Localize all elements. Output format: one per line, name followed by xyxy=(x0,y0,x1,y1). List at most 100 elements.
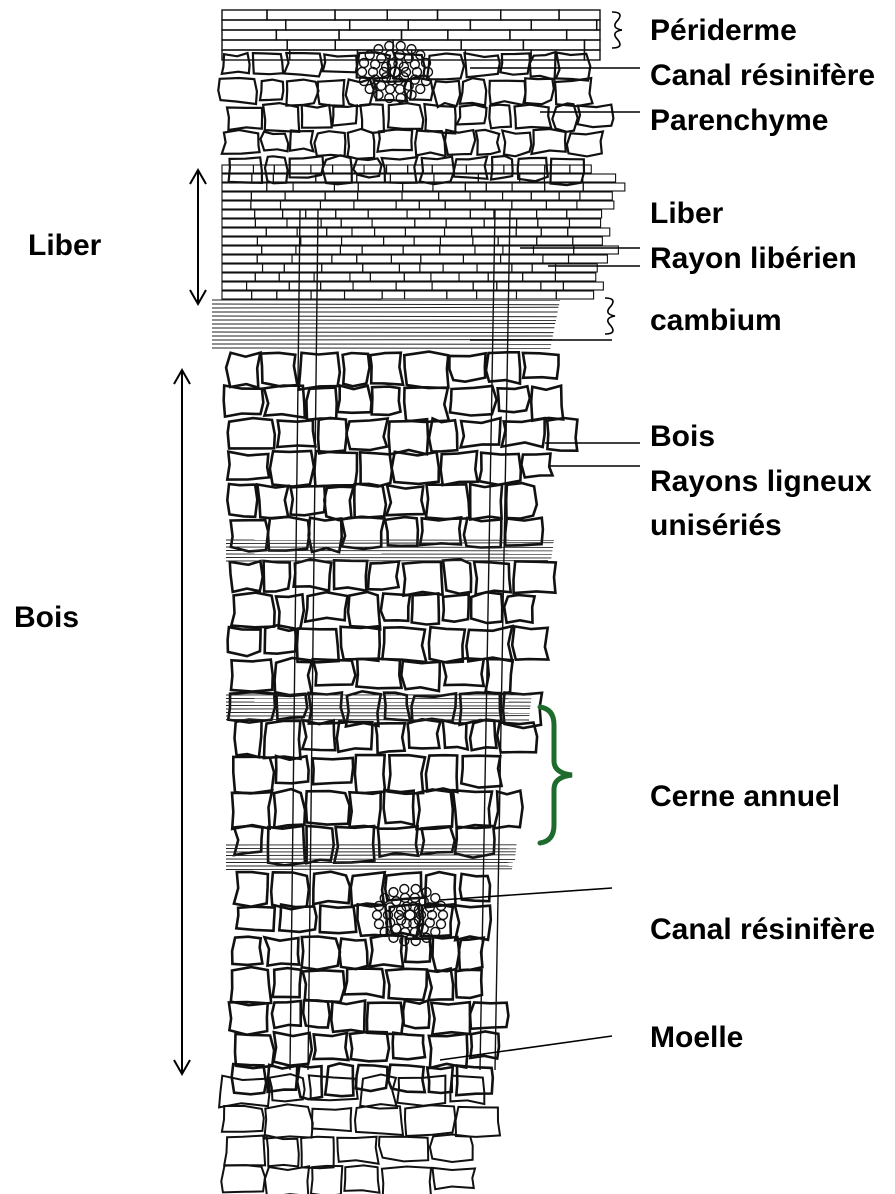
wood-cell xyxy=(375,723,404,753)
wood-cell xyxy=(348,592,380,629)
periderme-cell xyxy=(567,30,600,40)
resin-canal-bottom-cell xyxy=(437,920,446,929)
wood-cell xyxy=(235,720,262,758)
wood-cell xyxy=(227,484,257,517)
liber-cell xyxy=(222,273,255,281)
periderme-cell xyxy=(387,10,437,20)
liber-cell xyxy=(322,264,363,272)
wood-cell xyxy=(479,453,521,485)
liber-cell xyxy=(459,273,488,281)
wood-cell xyxy=(275,658,313,696)
wood-cell xyxy=(232,937,262,965)
wood-cell xyxy=(257,485,288,519)
wood-cell xyxy=(426,755,457,792)
resin-canal-top-cell xyxy=(385,93,394,102)
wood-cell xyxy=(314,1033,349,1060)
liber-cell xyxy=(297,228,327,236)
wood-cell xyxy=(305,592,347,621)
parenchyme-cell xyxy=(502,131,531,157)
wood-cell xyxy=(388,755,425,794)
wood-cell xyxy=(272,1001,301,1028)
parenchyme-cell xyxy=(263,103,299,132)
liber-cell xyxy=(222,192,251,200)
liber-cell xyxy=(255,210,283,218)
periderme-cell xyxy=(461,40,523,50)
wood-cell xyxy=(389,419,428,454)
wood-cell xyxy=(306,388,336,420)
liber-cell xyxy=(372,219,415,227)
cambium-line xyxy=(212,307,558,308)
parenchyme-cell xyxy=(302,105,332,128)
liber-cell xyxy=(541,228,567,236)
parenchyme-cell xyxy=(555,78,593,106)
parenchyme-cell xyxy=(530,52,556,80)
wood-cell xyxy=(372,387,401,415)
liber-cell xyxy=(266,228,297,236)
parenchyme-cell xyxy=(567,132,603,157)
wood-cell xyxy=(403,562,443,596)
parenchyme-cell xyxy=(551,159,585,186)
liber-cell xyxy=(403,246,440,254)
liber-cell xyxy=(517,219,538,227)
wood-cell xyxy=(384,693,410,721)
wood-cell xyxy=(456,970,482,998)
wood-cell xyxy=(486,659,513,694)
cambium-line xyxy=(212,304,559,305)
parenchyme-cell xyxy=(424,104,455,133)
periderme-cell xyxy=(584,40,600,50)
wood-cell xyxy=(313,872,350,904)
wood-cell xyxy=(429,627,465,662)
periderme-cell xyxy=(402,30,448,40)
liber-cell xyxy=(257,237,300,245)
wood-cell xyxy=(229,1002,268,1035)
wood-cell xyxy=(306,791,350,825)
wood-cell xyxy=(392,452,439,484)
wood-cell xyxy=(393,1033,425,1060)
liber-cell xyxy=(512,183,545,191)
wood-cell xyxy=(231,967,271,1005)
latewood-line xyxy=(226,869,512,870)
wood-cell xyxy=(297,629,339,663)
periderme-cell xyxy=(222,10,267,20)
wood-cell xyxy=(412,593,439,624)
wood-cell xyxy=(368,562,399,590)
wood-cell xyxy=(320,906,356,934)
liber-cell xyxy=(432,282,473,290)
wood-cell xyxy=(276,756,309,783)
wood-cell xyxy=(498,386,530,412)
liber-cell xyxy=(580,192,612,200)
parenchyme-cell xyxy=(532,129,566,154)
liber-cell xyxy=(567,210,602,218)
resin-canal-top-cell xyxy=(380,68,389,77)
wood-cell xyxy=(443,720,468,749)
wood-cell xyxy=(291,486,326,515)
liber-cell xyxy=(222,219,255,227)
liber-cell xyxy=(569,255,608,263)
latewood-line xyxy=(226,713,530,714)
moelle-cell xyxy=(344,1165,379,1192)
periderme-cell xyxy=(287,40,335,50)
periderme-cell xyxy=(510,30,567,40)
liber-cell xyxy=(396,282,432,290)
wood-cell xyxy=(441,451,478,485)
liber-cell xyxy=(431,273,459,281)
resin-canal-top-cell xyxy=(396,42,405,51)
wood-cell xyxy=(265,937,300,965)
liber-cell xyxy=(222,264,263,272)
wood-layer xyxy=(224,352,578,1100)
parenchyme-cell xyxy=(476,130,500,155)
wood-cell xyxy=(486,352,520,383)
liber-cell xyxy=(222,165,253,173)
wood-ray-line xyxy=(308,210,318,1070)
liber-cell xyxy=(370,273,404,281)
liber-cell xyxy=(384,237,414,245)
liber-cell xyxy=(537,210,567,218)
wood-cell xyxy=(271,872,309,909)
periderme-cell xyxy=(339,30,401,40)
label-rayons-ligneux-line1: Rayons ligneux xyxy=(650,465,872,498)
liber-cell xyxy=(222,282,247,290)
liber-cell xyxy=(387,165,408,173)
resin-canal-bottom-cell xyxy=(439,911,448,920)
label-canal-resinifere-top: Canal résinifère xyxy=(650,59,875,92)
